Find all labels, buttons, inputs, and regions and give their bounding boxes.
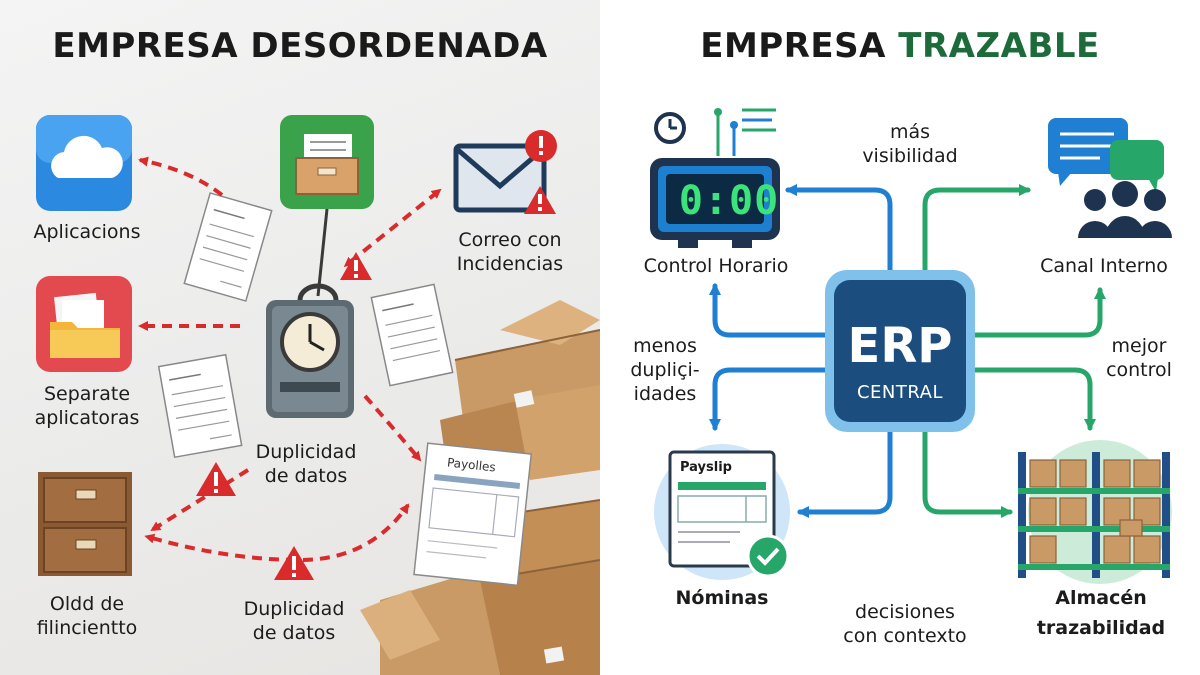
warehouse-shelves-icon	[1018, 440, 1172, 584]
label-line: mejor	[1111, 335, 1167, 357]
label-line: Correo con	[458, 229, 562, 251]
erp-hub-diagram	[650, 108, 1172, 584]
cloud-app-icon	[36, 115, 132, 211]
label-line: menos	[633, 335, 697, 357]
erp-title: ERP	[847, 318, 953, 374]
panel-empresa-desordenada: EMPRESA DESORDENADA Aplicacions Separate…	[0, 0, 600, 675]
arrow-to-nominas	[709, 367, 843, 431]
payslip-icon	[654, 444, 790, 580]
label-line: idades	[633, 383, 697, 405]
warning-icon	[196, 462, 236, 496]
arrow-to-almacen-2	[922, 421, 1013, 518]
label-line: más	[889, 121, 931, 143]
clock-display: 0:00	[678, 178, 780, 224]
label-line: Duplicidad	[243, 598, 345, 620]
panel-empresa-trazable: EMPRESA TRAZABLE 0:00 Payslip ERP CENTRA…	[600, 0, 1200, 675]
label-duplicidad-datos-1: Duplicidad de datos	[236, 440, 376, 488]
arrow-to-control-horario	[785, 184, 893, 281]
label-line: trazabilidad	[1036, 617, 1166, 639]
label-line: aplicatoras	[34, 407, 140, 429]
arrow-to-control-horario-2	[709, 283, 843, 338]
filing-cabinet-icon	[38, 472, 132, 576]
label-line: Oldd de	[49, 593, 125, 615]
erp-central-box	[825, 270, 975, 432]
label-line: de datos	[264, 465, 348, 487]
label-aplicacions: Aplicacions	[33, 221, 141, 243]
time-clock-icon	[266, 283, 354, 418]
label-oldd-filincientto: Oldd de filincientto	[14, 592, 160, 640]
label-separate-aplicatoras: Separate aplicatoras	[14, 382, 160, 430]
arrow-to-canal-interno	[922, 184, 1031, 281]
arrow-to-canal-interno-2	[965, 287, 1106, 338]
label-line: Almacén	[1055, 587, 1147, 609]
label-line: con contexto	[843, 625, 967, 647]
label-line: dupliçi-	[630, 359, 700, 381]
arrow-to-aplicacions	[138, 156, 224, 197]
label-correo-incidencias: Correo con Incidencias	[430, 228, 590, 276]
chaos-arrows	[138, 156, 442, 563]
node-nominas: Nóminas	[675, 587, 769, 609]
label-duplicidad-datos-2: Duplicidad de datos	[224, 597, 364, 645]
archive-box-icon	[280, 115, 374, 209]
erp-subtitle: CENTRAL	[856, 382, 944, 403]
flow-arrows	[709, 184, 1106, 518]
label-line: Incidencias	[456, 253, 564, 275]
chaos-illustration	[36, 115, 600, 675]
payroll-document-icon	[413, 442, 533, 587]
node-canal-interno: Canal Interno	[1040, 255, 1168, 277]
folder-app-icon	[36, 276, 132, 372]
node-control-horario: Control Horario	[643, 255, 789, 277]
label-line: de datos	[252, 622, 336, 644]
page-title-left: EMPRESA DESORDENADA	[52, 26, 548, 66]
benefit-decisiones-contexto: decisiones con contexto	[820, 600, 990, 648]
benefit-mejor-control: mejor control	[1084, 334, 1194, 382]
label-line: visibilidad	[862, 145, 958, 167]
warning-icon	[340, 252, 372, 280]
arrow-to-correo	[343, 188, 442, 267]
label-line: filincientto	[36, 617, 138, 639]
label-line: decisiones	[855, 601, 955, 623]
arrow-to-nominas-2	[797, 421, 893, 518]
paper-document-icon	[370, 283, 454, 387]
title-part-trazable: TRAZABLE	[898, 26, 1100, 66]
envelope-warning-icon	[453, 130, 557, 214]
benefit-menos-duplicidades: menos dupliçi- idades	[600, 334, 730, 406]
label-line: Duplicidad	[255, 441, 357, 463]
paper-document-icon	[183, 192, 273, 302]
warning-icon	[274, 546, 314, 580]
arrow-to-filing	[150, 468, 250, 532]
team-chat-icon	[1048, 118, 1172, 238]
arrow-filing-payroll	[144, 503, 410, 563]
payslip-header: Payslip	[680, 460, 732, 475]
arrow-to-payroll	[363, 394, 422, 462]
digital-clock-icon	[650, 108, 780, 248]
benefit-mas-visibilidad: más visibilidad	[830, 120, 990, 168]
label-line: Separate	[43, 383, 131, 405]
label-line: control	[1106, 359, 1172, 381]
node-almacen: Almacén trazabilidad	[1016, 586, 1186, 640]
title-part-empresa: EMPRESA	[700, 26, 899, 66]
arrow-to-almacen	[965, 367, 1096, 431]
paper-document-icon	[157, 353, 243, 459]
page-title-right: EMPRESA TRAZABLE	[600, 26, 1200, 66]
